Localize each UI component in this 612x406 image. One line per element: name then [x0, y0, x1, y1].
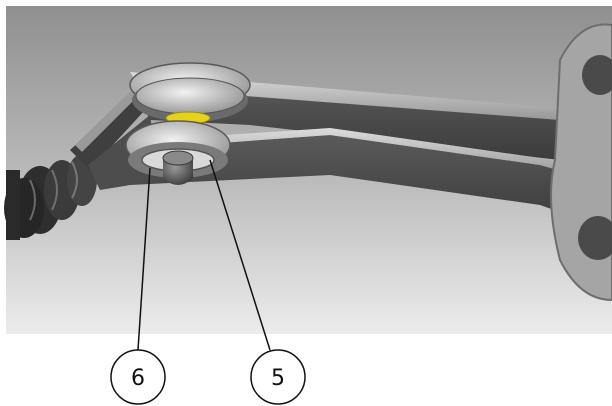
leader-line-6 [137, 167, 151, 351]
lower-arm [120, 128, 612, 230]
rubber-boot [4, 154, 97, 240]
mounting-bracket [550, 23, 612, 302]
leader-line-5 [209, 159, 271, 351]
callout-5-label: 5 [271, 366, 285, 391]
callout-6-label: 6 [131, 366, 145, 391]
callout-5: 5 [250, 349, 306, 405]
callout-6: 6 [110, 349, 166, 405]
bolt-end [162, 150, 194, 185]
upper-pivot [129, 62, 251, 122]
